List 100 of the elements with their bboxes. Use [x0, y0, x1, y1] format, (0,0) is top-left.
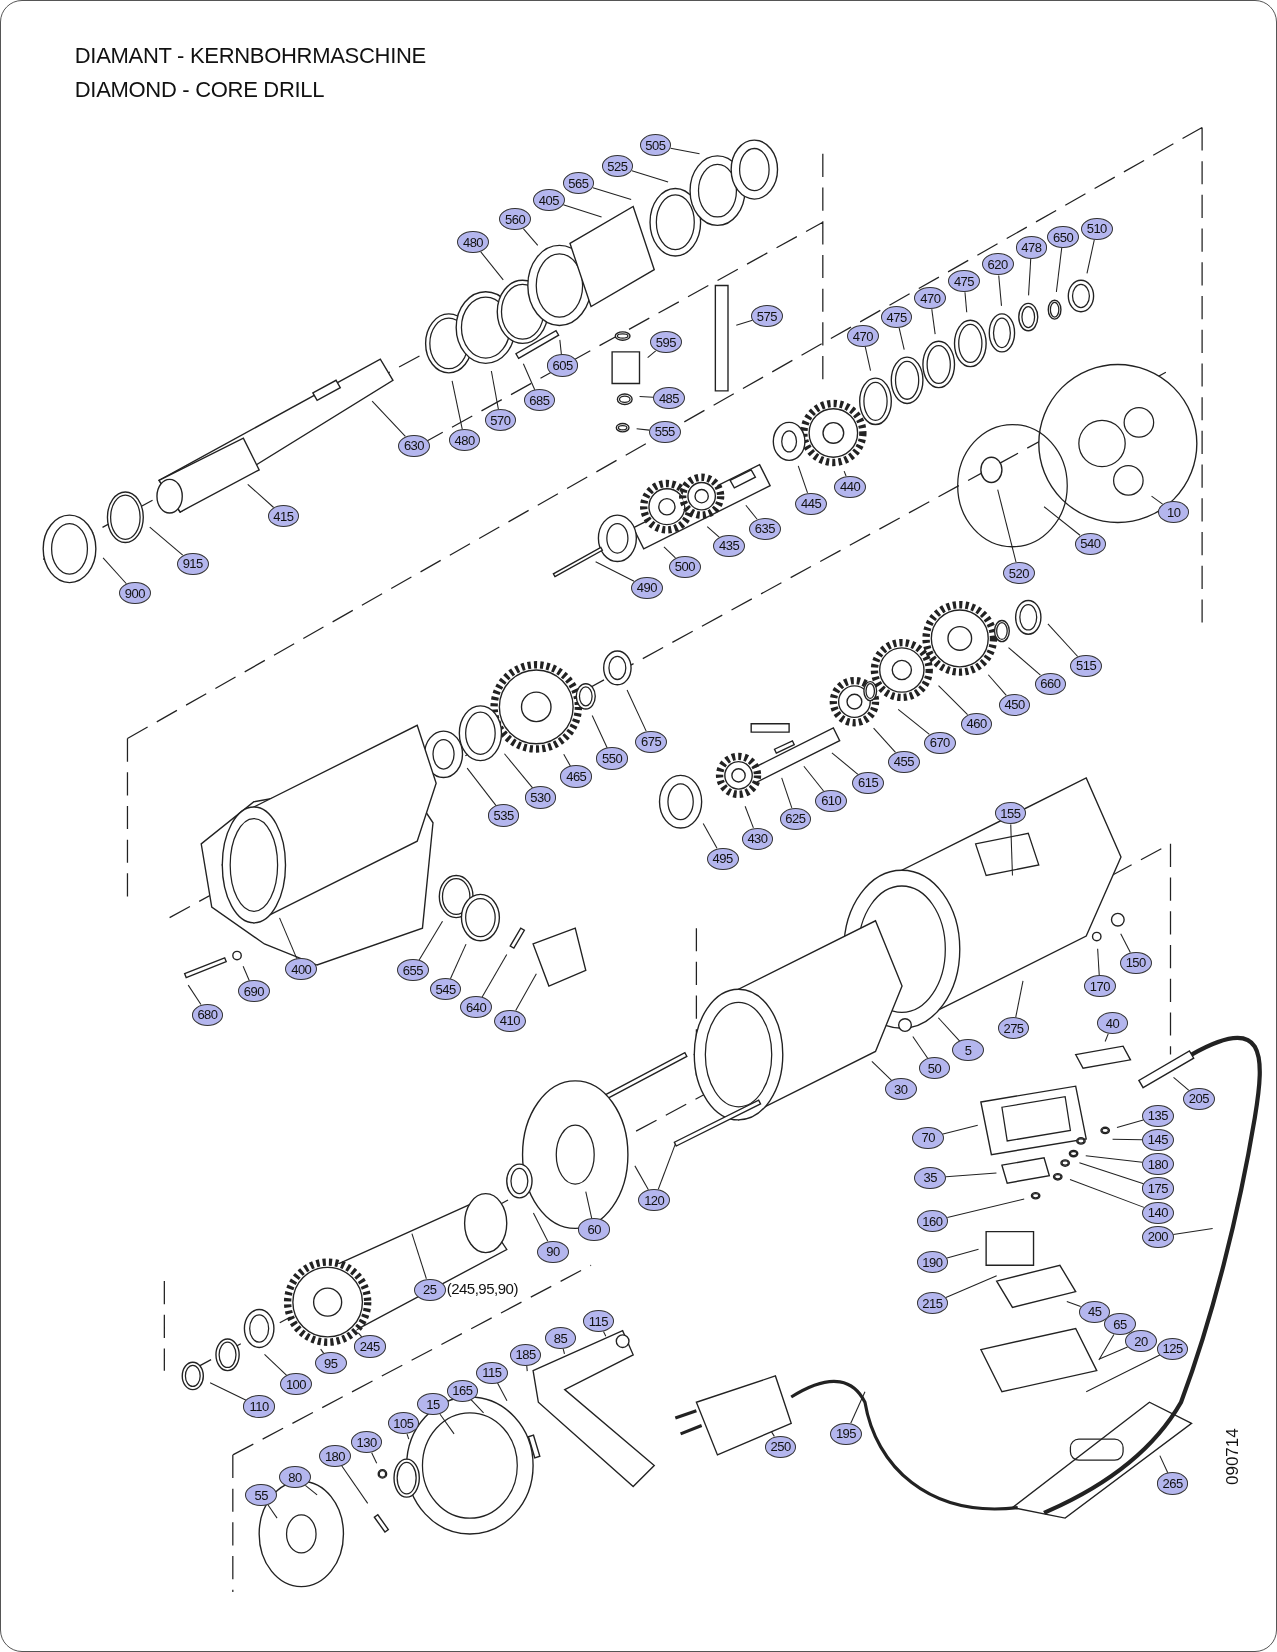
title: DIAMANT - KERNBOHRMASCHINE — [74, 43, 426, 70]
callout-number: 250 — [764, 1435, 797, 1458]
callout-number: 180 — [1142, 1153, 1174, 1176]
callout-number: 530 — [524, 786, 557, 809]
leader-line — [264, 1353, 288, 1376]
callout-number: 505 — [639, 134, 672, 157]
leader-line — [515, 973, 537, 1012]
leader-line — [631, 170, 669, 183]
callout-number: 655 — [397, 959, 429, 982]
leader-line — [371, 1452, 378, 1464]
callout-number: 525 — [601, 155, 634, 178]
leader-line — [1085, 1354, 1161, 1393]
leader-line — [1098, 1334, 1115, 1361]
leader-line — [626, 689, 647, 732]
leader-line — [449, 943, 467, 980]
leader-line — [480, 251, 504, 281]
callout-number: 675 — [635, 730, 667, 753]
leader-line — [1120, 933, 1131, 954]
callout-number: 615 — [852, 771, 884, 794]
callout-number: 540 — [1074, 532, 1107, 555]
callout-number: 685 — [523, 389, 556, 412]
leader-line — [1078, 1162, 1145, 1185]
leader-line — [497, 1382, 508, 1402]
callout-number: 470 — [914, 287, 947, 310]
callout-number: 140 — [1142, 1201, 1174, 1224]
callout-number: 620 — [981, 253, 1014, 276]
leader-line — [1173, 1076, 1190, 1091]
leader-line — [102, 557, 127, 585]
leader-line — [1097, 948, 1100, 976]
leader-line — [997, 489, 1017, 563]
leader-line — [357, 1332, 363, 1338]
leader-line — [603, 1331, 607, 1337]
callout-number: 405 — [533, 189, 565, 212]
leader-line — [938, 685, 969, 716]
callout-number: 915 — [176, 552, 209, 575]
leader-line — [563, 753, 571, 767]
leader-line — [1151, 495, 1164, 505]
leader-line — [945, 1275, 998, 1298]
leader-line — [1008, 647, 1041, 676]
leader-line — [1043, 506, 1081, 536]
callout-number: 155 — [994, 802, 1027, 825]
callout-number: 520 — [1003, 562, 1035, 585]
callout-number: 660 — [1034, 672, 1067, 695]
callout-number: 180 — [319, 1445, 351, 1468]
callout-number: 410 — [494, 1009, 526, 1032]
leader-line — [987, 674, 1007, 696]
leader-line — [797, 465, 809, 494]
callout-number: 160 — [916, 1210, 949, 1233]
leader-line — [945, 1172, 997, 1178]
leader-line — [964, 291, 968, 313]
leader-line — [735, 319, 753, 326]
leader-line — [1159, 1455, 1169, 1474]
callout-number: 450 — [998, 693, 1031, 716]
leader-line — [304, 1484, 318, 1496]
leader-line — [850, 1391, 866, 1424]
callout-number: 455 — [888, 750, 920, 773]
callout-number: 105 — [387, 1412, 420, 1435]
callout-number: 95 — [314, 1352, 347, 1375]
callout-number: 5 — [952, 1039, 984, 1062]
callout-number: 80 — [279, 1466, 311, 1489]
callout-number: 605 — [546, 354, 579, 377]
leader-line — [771, 1431, 775, 1437]
callout-number: 550 — [596, 747, 628, 770]
callout-number: 670 — [923, 731, 956, 754]
callout-note: (245,95,90) — [446, 1280, 518, 1298]
callout-number: 555 — [648, 420, 681, 443]
leader-line — [1086, 239, 1095, 274]
callout-number: 460 — [960, 712, 993, 735]
callout-number: 595 — [650, 331, 682, 354]
callout-number: 500 — [669, 555, 701, 578]
leader-line — [998, 274, 1002, 307]
callout-number: 65 — [1104, 1313, 1136, 1336]
callout-number: 50 — [918, 1057, 951, 1080]
callout-number: 195 — [830, 1422, 862, 1445]
callout-number: 630 — [398, 434, 430, 457]
callout-number: 215 — [916, 1292, 949, 1315]
leader-line — [931, 308, 936, 335]
callout-number: 125 — [1156, 1337, 1189, 1360]
callout-number: 570 — [484, 409, 517, 432]
callout-number: 400 — [285, 958, 318, 981]
leader-line — [639, 395, 654, 398]
callout-number: 265 — [1156, 1472, 1189, 1495]
callout-number: 480 — [457, 231, 489, 254]
leader-line — [864, 346, 872, 372]
leader-line — [279, 917, 298, 960]
callout-number: 145 — [1142, 1128, 1174, 1152]
callout-number: 130 — [350, 1431, 383, 1454]
leader-line — [781, 777, 793, 809]
callout-number: 10 — [1157, 500, 1190, 524]
callout-number: 475 — [948, 270, 980, 293]
callout-number: 435 — [713, 534, 745, 557]
callout-number: 465 — [560, 765, 593, 788]
leader-line — [247, 483, 275, 508]
leader-line — [522, 228, 539, 246]
callout-number: 478 — [1015, 236, 1048, 259]
leader-line — [267, 1504, 278, 1519]
leader-line — [371, 400, 406, 437]
callout-number: 30 — [885, 1078, 917, 1101]
callout-number: 15 — [417, 1393, 449, 1416]
callout-number: 635 — [749, 517, 781, 540]
